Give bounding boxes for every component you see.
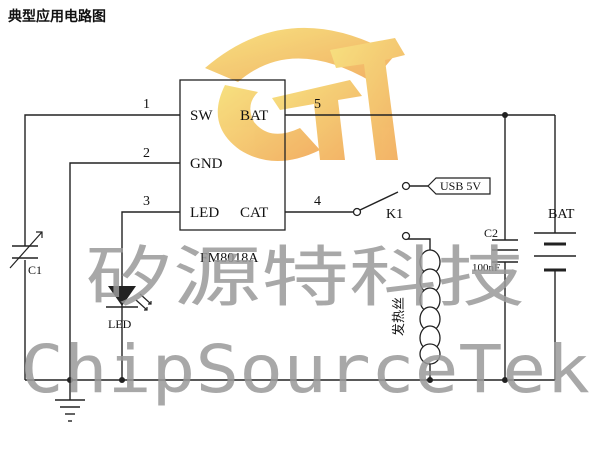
pin-name-sw: SW xyxy=(190,108,213,124)
page-title: 典型应用电路图 xyxy=(8,9,106,25)
c2-value: 100nF xyxy=(472,262,500,274)
pin3-number: 3 xyxy=(143,194,150,209)
capacitor-c1 xyxy=(9,231,43,269)
pin4-number: 4 xyxy=(314,194,321,209)
pin5-number: 5 xyxy=(314,97,321,112)
watermark-english: ChipSourceTek xyxy=(20,331,590,408)
switch-k1 xyxy=(352,181,411,241)
ground-symbol xyxy=(55,399,85,422)
battery-label: BAT xyxy=(548,207,575,222)
pin-name-led: LED xyxy=(190,205,219,221)
led-diode xyxy=(106,286,152,311)
company-logo xyxy=(205,27,405,161)
c1-label: C1 xyxy=(28,263,42,277)
switch-label: K1 xyxy=(386,207,403,222)
battery-symbol xyxy=(534,232,576,272)
pin-name-cat: CAT xyxy=(240,205,268,221)
pin-name-gnd: GND xyxy=(190,156,223,172)
pin1-number: 1 xyxy=(143,97,150,112)
watermark-chinese: 矽源特科技 xyxy=(85,239,525,316)
heater-coil xyxy=(419,249,441,365)
ic-body xyxy=(179,79,286,231)
heater-label: 发热丝 xyxy=(391,297,407,336)
usb-label: USB 5V xyxy=(440,179,481,193)
wires xyxy=(24,114,556,400)
usb-tag xyxy=(427,177,491,195)
pin-name-bat: BAT xyxy=(240,108,268,124)
pin2-number: 2 xyxy=(143,146,150,161)
c2-label: C2 xyxy=(484,226,498,240)
junction-dots xyxy=(67,112,508,383)
led-label: LED xyxy=(108,317,132,331)
capacitor-c2 xyxy=(492,239,518,263)
chip-part-number: FM8018A xyxy=(200,251,259,266)
